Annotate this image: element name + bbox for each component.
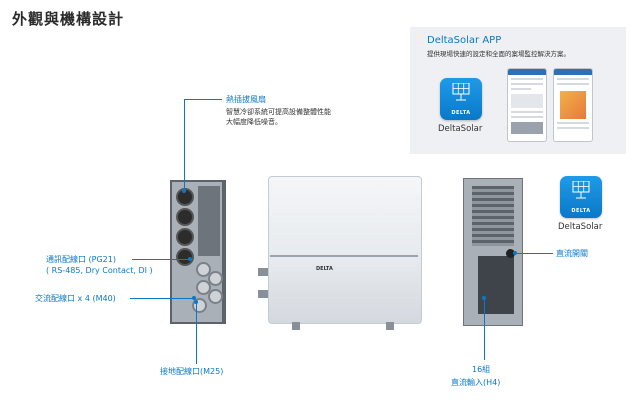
page-title: 外觀與機構設計 bbox=[12, 10, 125, 28]
callout-hot-swap-fan: 熱插拔風扇 bbox=[226, 95, 266, 104]
callout-hot-swap-fan-desc-1: 智慧冷卻系統可提高設備整體性能 bbox=[226, 108, 331, 116]
cable-gland-icon bbox=[196, 262, 211, 277]
cable-gland-icon bbox=[208, 289, 223, 304]
solar-panel-icon: DELTA bbox=[560, 176, 602, 218]
app-icon-brand: DELTA bbox=[451, 110, 471, 116]
cable-gland-icon bbox=[196, 280, 211, 295]
inverter-brand-label: DELTA bbox=[316, 266, 333, 272]
callout-dc-input: 直流輸入(H4) bbox=[451, 378, 501, 387]
callout-ground-port: 接地配線口(M25) bbox=[160, 367, 224, 376]
fan-icon bbox=[176, 228, 194, 246]
fan-icon bbox=[176, 248, 194, 266]
cable-gland-icon bbox=[208, 271, 223, 286]
callout-ac-port: 交流配線口 x 4 (M40) bbox=[35, 294, 116, 303]
app-screenshot-1 bbox=[507, 68, 547, 142]
app-panel-title: DeltaSolar APP bbox=[427, 35, 502, 46]
app-screenshot-2 bbox=[553, 68, 593, 142]
callout-dc-input-count: 16組 bbox=[472, 365, 491, 374]
standalone-icon-label: DeltaSolar bbox=[558, 222, 603, 232]
callout-comm-port: 通訊配線口 (PG21) bbox=[46, 255, 116, 264]
fan-icon bbox=[176, 208, 194, 226]
callout-hot-swap-fan-desc-2: 大幅度降低噪音。 bbox=[226, 118, 282, 126]
standalone-icon-brand: DELTA bbox=[571, 208, 591, 214]
dc-switch-knob bbox=[506, 249, 515, 258]
app-icon-label: DeltaSolar bbox=[438, 124, 483, 134]
app-panel-description: 提供現場快速的設定和全面的案場監控解決方案。 bbox=[427, 50, 570, 58]
solar-panel-icon: DELTA bbox=[440, 78, 482, 120]
callout-comm-port-detail: ( RS-485, Dry Contact, DI ) bbox=[46, 266, 153, 275]
inverter-front-view bbox=[268, 176, 422, 324]
callout-dc-switch: 直流開關 bbox=[556, 249, 588, 258]
